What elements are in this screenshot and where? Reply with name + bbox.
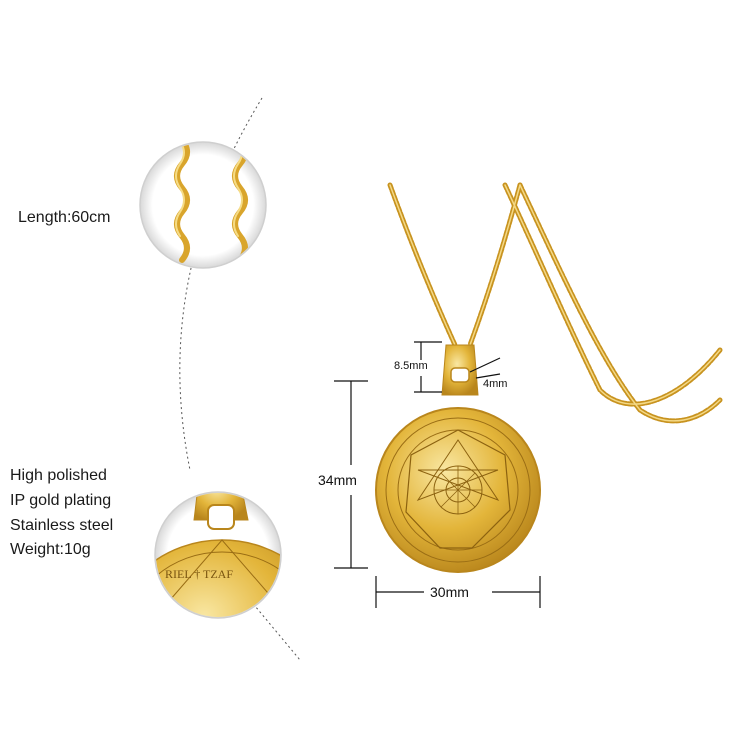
bail-height-label: 8.5mm bbox=[394, 360, 428, 372]
pendant-width-label: 30mm bbox=[430, 584, 469, 600]
spec-plating: IP gold plating bbox=[10, 491, 112, 509]
connector-line-bottom bbox=[249, 599, 301, 661]
pendant-height-label: 34mm bbox=[318, 472, 357, 488]
spec-list: High polished IP gold plating Stainless … bbox=[10, 464, 113, 563]
spec-finish: High polished bbox=[10, 467, 107, 484]
pendant-inscription: RIEL † TZAF bbox=[165, 567, 233, 581]
length-label: Length:60cm bbox=[18, 209, 111, 226]
pendant-bail bbox=[441, 344, 479, 396]
main-chain bbox=[387, 182, 723, 424]
chain-detail-circle bbox=[139, 141, 267, 269]
pendant-detail-circle: RIEL † TZAF bbox=[154, 491, 282, 619]
dimension-lines bbox=[334, 341, 541, 608]
bail-width-label: 4mm bbox=[483, 378, 508, 390]
spec-weight: Weight:10g bbox=[10, 541, 91, 559]
spec-material: Stainless steel bbox=[10, 516, 114, 534]
main-pendant bbox=[375, 407, 541, 573]
